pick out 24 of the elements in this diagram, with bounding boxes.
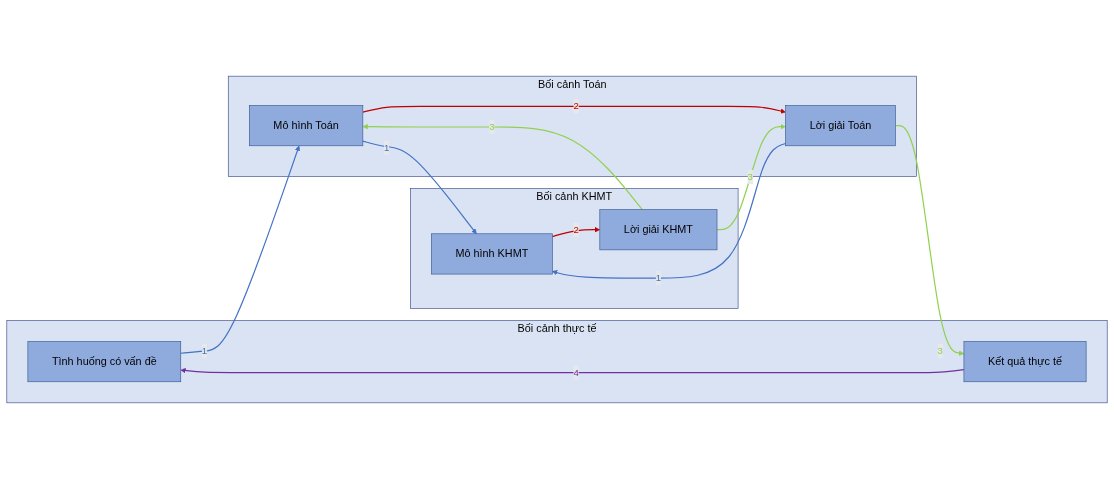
arrow [552, 142, 787, 279]
arrow [180, 367, 965, 374]
edge-label: 1 [383, 142, 390, 153]
arrow [716, 124, 786, 231]
edge-label: 3 [747, 171, 753, 182]
edge-label: 4 [573, 367, 579, 378]
edge-label: 1 [201, 345, 208, 356]
node-box: Mô hình Toán [249, 105, 364, 147]
edge-label: 2 [573, 224, 579, 235]
node-box: Lời giải KHMT [599, 209, 718, 251]
arrow [551, 227, 601, 238]
node-box: Tình huống có vấn đề [27, 341, 182, 383]
arrow [894, 125, 965, 356]
arrow [362, 124, 643, 211]
node-box: Lời giải Toán [785, 105, 896, 147]
arrow [362, 105, 786, 114]
arrow [362, 140, 477, 235]
edge-label: 1 [655, 272, 662, 283]
edge-label: 3 [489, 121, 495, 132]
edge-label: 3 [937, 345, 943, 356]
arrow [180, 145, 301, 354]
edge-label: 2 [573, 100, 579, 112]
node-box: Kết quả thực tế [963, 341, 1087, 383]
node-box: Mô hình KHMT [431, 233, 553, 275]
